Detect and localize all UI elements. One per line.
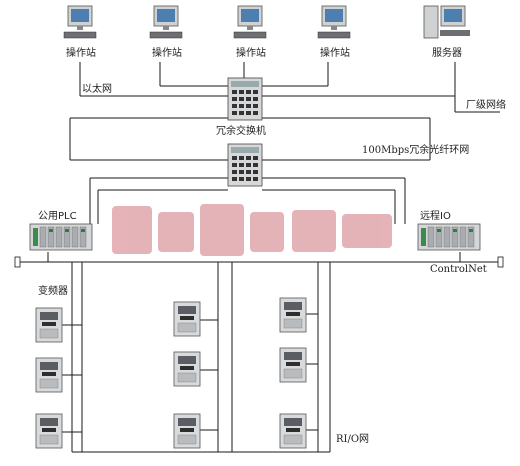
- station-label-4: 操作站: [320, 48, 350, 59]
- station-label-1: 操作站: [66, 48, 96, 59]
- redundant-switch-lower: [227, 143, 263, 187]
- workstation-2: [149, 5, 183, 39]
- server-label: 服务器: [432, 48, 462, 59]
- variable-frequency-drive-icon: [279, 297, 307, 333]
- server: [423, 5, 470, 39]
- network-switch-icon: [227, 77, 263, 121]
- public-plc-label: 公用PLC: [38, 211, 77, 222]
- rio-network-label: RI/O网: [336, 434, 370, 445]
- variable-frequency-drive-icon: [279, 347, 307, 383]
- redundant-switch-upper: [227, 77, 263, 121]
- controlnet-label: ControlNet: [430, 264, 487, 275]
- computer-workstation-icon: [149, 5, 183, 39]
- workstation-3: [233, 5, 267, 39]
- variable-frequency-drive-icon: [173, 301, 201, 337]
- server-tower-icon: [423, 5, 470, 39]
- workstation-1: [63, 5, 97, 39]
- variable-frequency-drive-icon: [35, 413, 63, 449]
- vfd-label: 变频器: [38, 286, 68, 297]
- network-switch-icon: [227, 143, 263, 187]
- fiber-ring-label: 100Mbps冗余光纤环网: [362, 145, 470, 156]
- redundant-switch-label: 冗余交换机: [216, 126, 266, 137]
- workstation-4: [317, 5, 351, 39]
- variable-frequency-drive-icon: [173, 413, 201, 449]
- variable-frequency-drive-icon: [279, 413, 307, 449]
- plc-rack-icon: [417, 223, 481, 251]
- plant-network-label: 厂级网络: [466, 100, 506, 111]
- vfd-column-1: [35, 307, 63, 449]
- station-label-2: 操作站: [152, 48, 182, 59]
- variable-frequency-drive-icon: [35, 307, 63, 343]
- ethernet-label: 以太网: [82, 84, 112, 95]
- network-links: [18, 62, 500, 453]
- computer-workstation-icon: [317, 5, 351, 39]
- vfd-column-2: [173, 301, 201, 449]
- variable-frequency-drive-icon: [35, 357, 63, 393]
- computer-workstation-icon: [63, 5, 97, 39]
- computer-workstation-icon: [233, 5, 267, 39]
- remote-io-label: 远程IO: [420, 211, 451, 222]
- variable-frequency-drive-icon: [173, 351, 201, 387]
- watermark: [112, 204, 392, 256]
- vfd-column-3: [279, 297, 307, 449]
- controlnet-terminators: [14, 256, 504, 268]
- remote-io: [417, 223, 481, 251]
- public-plc: [29, 223, 93, 251]
- plc-rack-icon: [29, 223, 93, 251]
- station-label-3: 操作站: [236, 48, 266, 59]
